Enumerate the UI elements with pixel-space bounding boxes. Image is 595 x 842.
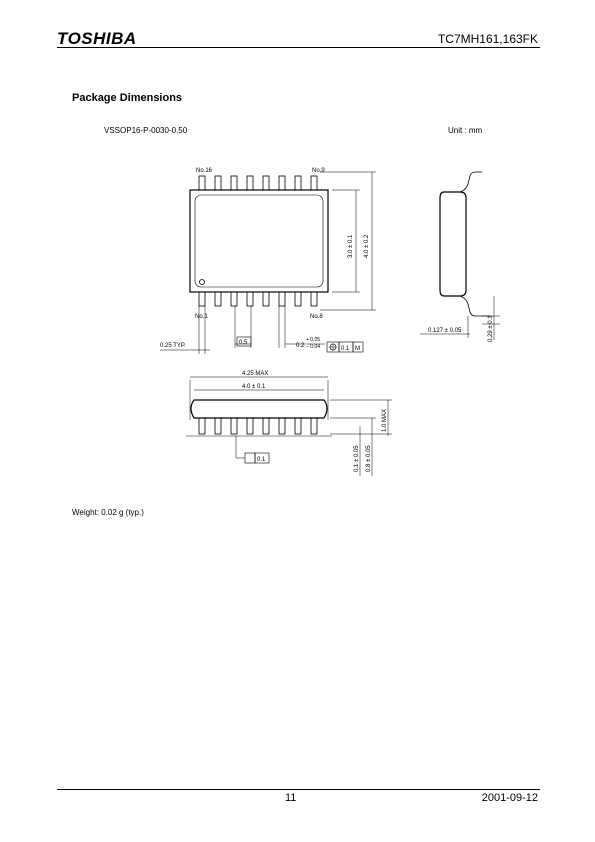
pin-label-8: No.8 — [310, 314, 323, 320]
toshiba-logo: TOSHIBA — [57, 29, 137, 48]
unit-label: Unit : mm — [448, 126, 483, 135]
dim-total-height: 4.0 ± 0.2 — [364, 234, 370, 258]
top-view-leads-top — [198, 175, 318, 191]
dim-standoff: 0.1 ± 0.05 — [354, 445, 360, 472]
top-view-leads-bottom — [198, 291, 318, 307]
dim-position-mod: M — [355, 346, 360, 352]
dim-lead-width-tol-minus: − 0.04 — [306, 344, 320, 350]
pin-label-16: No.16 — [196, 168, 213, 174]
front-view-leads — [198, 417, 318, 435]
package-weight: Weight: 0.02 g (typ.) — [72, 508, 144, 517]
dim-overall-length: 4.25 MAX — [242, 371, 268, 377]
document-id: TC7MH161,163FK — [437, 32, 538, 46]
dim-lead-width-tol-plus: + 0.05 — [306, 337, 320, 343]
dim-max-height: 1.0 MAX — [382, 409, 388, 432]
pin-label-1: No.1 — [195, 314, 208, 320]
package-dimension-drawing: No.16 No.9 No.1 No.8 3.0 ± 0.1 4.0 ± 0.2… — [160, 168, 500, 476]
dim-lead-thickness: 0.127 ± 0.05 — [428, 328, 462, 334]
header-rule — [57, 47, 540, 48]
page-number: 11 — [285, 792, 297, 804]
section-title: Package Dimensions — [72, 92, 183, 104]
footer-rule — [57, 789, 540, 790]
dim-lead-width: 0.2 — [296, 343, 305, 349]
dim-pitch: 0.5 — [239, 340, 248, 346]
dim-body-height: 3.0 ± 0.1 — [348, 234, 354, 258]
front-view-body — [190, 399, 328, 419]
pin1-marker — [199, 279, 205, 285]
top-view-body — [189, 189, 329, 293]
dim-body-length: 4.0 ± 0.1 — [242, 384, 266, 390]
dim-lead-typ: 0.25 TYP. — [160, 343, 186, 349]
document-date: 2001-09-12 — [481, 792, 538, 804]
dim-position-tol: 0.1 — [341, 346, 350, 352]
pin-label-9: No.9 — [312, 168, 325, 174]
side-view-body — [439, 191, 467, 297]
package-code: VSSOP16-P-0030-0.50 — [104, 126, 188, 135]
dim-body-thickness: 0.8 ± 0.05 — [366, 445, 372, 472]
dim-lead-length: 0.29 ± 0.1 — [488, 315, 494, 342]
dim-flatness: 0.1 — [257, 457, 266, 463]
